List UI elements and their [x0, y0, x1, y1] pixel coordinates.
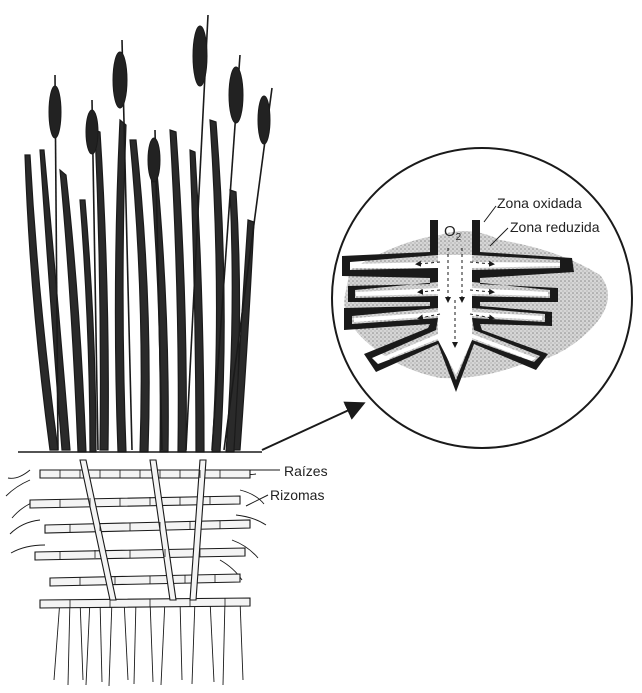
zona-oxidada-label: Zona oxidada — [497, 195, 582, 211]
cattail-heads — [49, 26, 270, 182]
rhizomes — [30, 460, 250, 608]
rizomas-label: Rizomas — [270, 487, 324, 503]
plant-leaves — [25, 120, 254, 452]
zona-reduzida-label: Zona reduzida — [510, 219, 600, 235]
raizes-label: Raízes — [284, 463, 328, 479]
oxygen-symbol: O — [444, 223, 456, 240]
magnify-arrow — [262, 404, 362, 450]
rizomas-leader — [246, 495, 268, 506]
oxygen-subscript: 2 — [456, 232, 462, 243]
